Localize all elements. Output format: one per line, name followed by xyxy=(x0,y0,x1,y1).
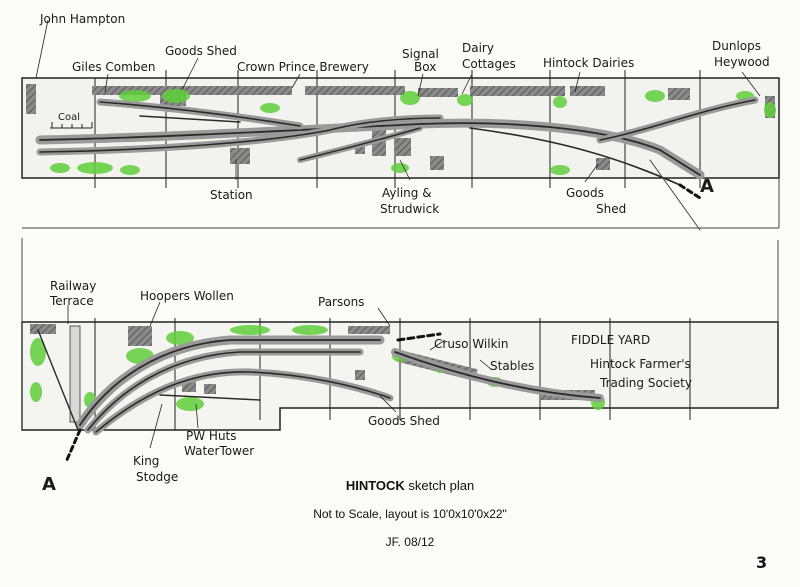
label-hintock-farmers-1: Hintock Farmer's xyxy=(590,357,691,371)
marker-a-top: A xyxy=(700,176,714,197)
label-pw-huts-2: WaterTower xyxy=(184,444,254,458)
label-goods-shed-top: Goods Shed xyxy=(165,44,237,58)
bottom-track xyxy=(37,329,604,464)
top-trees xyxy=(50,89,776,175)
plan-title: HINTOCK sketch plan xyxy=(290,478,530,493)
label-cruso-wilkin: Cruso Wilkin xyxy=(434,337,508,351)
label-parsons: Parsons xyxy=(318,295,364,309)
label-signal-box-1: Signal xyxy=(402,47,439,61)
label-railway-2: Terrace xyxy=(49,294,94,308)
label-dunlops-2: Heywood xyxy=(714,55,770,69)
plan-name: HINTOCK xyxy=(345,478,405,493)
label-ayling-1: Ayling & xyxy=(382,186,432,200)
label-crown-prince-brewery: Crown Prince Brewery xyxy=(237,60,369,74)
plan-suffix: sketch plan xyxy=(404,478,475,493)
label-dunlops-1: Dunlops xyxy=(712,39,761,53)
label-fiddle-yard: FIDDLE YARD xyxy=(571,333,650,347)
label-hoopers-wollen: Hoopers Wollen xyxy=(140,289,234,303)
marker-a-bottom: A xyxy=(42,474,56,495)
bottom-board: Railway Terrace Hoopers Wollen Parsons F… xyxy=(21,238,779,495)
scale-note: Not to Scale, layout is 10'0x10'0x22" xyxy=(313,507,507,521)
bottom-leaders xyxy=(67,301,493,449)
label-hintock-farmers-2: Trading Society xyxy=(599,376,692,390)
label-hintock-dairies: Hintock Dairies xyxy=(543,56,634,70)
label-railway-1: Railway xyxy=(50,279,96,293)
label-stables: Stables xyxy=(490,359,534,373)
label-goods-shed-bottom-1: Goods xyxy=(566,186,604,200)
top-board: John Hampton Giles Comben Goods Shed Cro… xyxy=(21,12,780,231)
page-number: 3 xyxy=(756,553,768,572)
label-goods-shed-lower: Goods Shed xyxy=(368,414,440,428)
label-king-1: King xyxy=(133,454,159,468)
label-goods-shed-bottom-2: Shed xyxy=(596,202,626,216)
label-john-hampton: John Hampton xyxy=(39,12,125,26)
label-coal: Coal xyxy=(58,112,80,123)
top-leaders xyxy=(35,19,761,183)
label-giles-comben: Giles Comben xyxy=(72,60,155,74)
label-ayling-2: Strudwick xyxy=(380,202,439,216)
label-dairy-1: Dairy xyxy=(462,41,494,55)
coal-drops xyxy=(50,122,93,129)
label-signal-box-2: Box xyxy=(414,60,436,74)
top-track xyxy=(35,96,759,231)
label-king-2: Stodge xyxy=(136,470,178,484)
label-pw-huts-1: PW Huts xyxy=(186,429,237,443)
initials-date: JF. 08/12 xyxy=(385,535,435,549)
label-station: Station xyxy=(210,188,253,202)
title-block: HINTOCK sketch plan Not to Scale, layout… xyxy=(290,478,530,549)
label-dairy-2: Cottages xyxy=(462,57,516,71)
